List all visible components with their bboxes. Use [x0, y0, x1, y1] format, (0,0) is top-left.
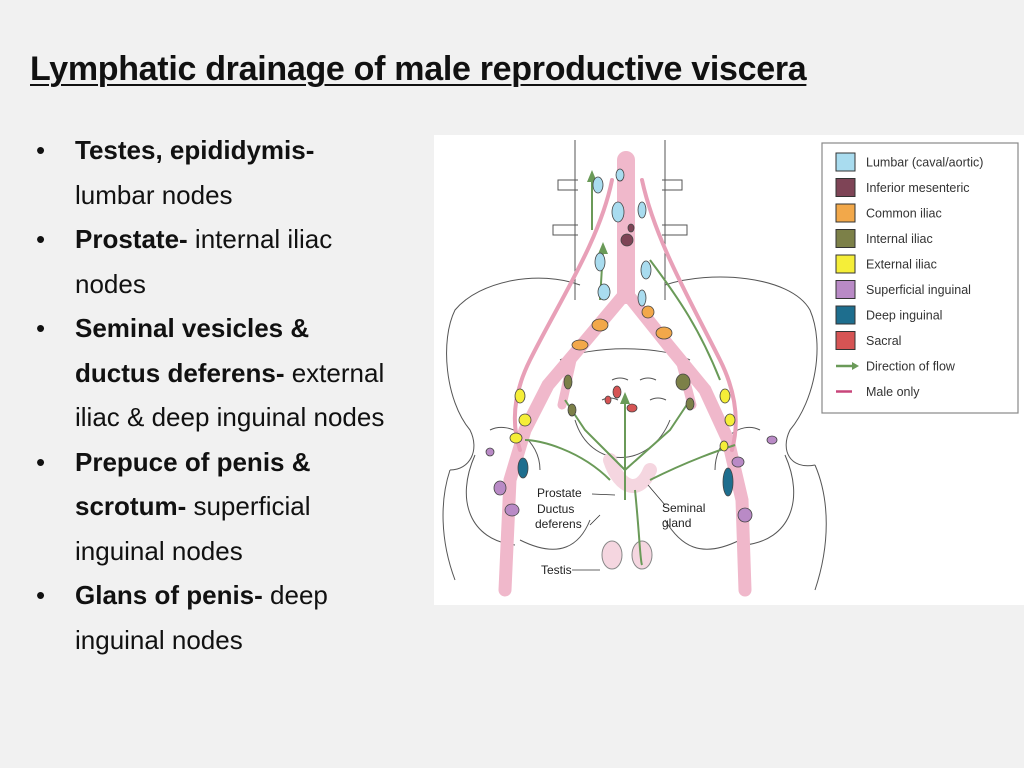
- legend-label: External iliac: [866, 258, 937, 272]
- bullet-dot: •: [36, 135, 46, 165]
- bullet-dot: •: [36, 446, 46, 477]
- bullet-text: external iliac & deep inguinal nodes: [75, 357, 385, 433]
- legend-item: Sacral: [835, 331, 901, 350]
- legend-swatch: [835, 254, 856, 274]
- label-leaders: [572, 484, 666, 571]
- legend-item: Internal iliac: [835, 229, 933, 248]
- bullet-bold: Seminal vesicles & ductus deferens-: [75, 313, 310, 388]
- legend-swatch: [835, 178, 856, 197]
- arrow-head-icon: [852, 362, 859, 370]
- bullet-dot: •: [36, 313, 46, 343]
- legend-label: Male only: [866, 385, 920, 399]
- bullet-list: • Testes, epididymis- lumbar nodes • Prost…: [36, 128, 396, 662]
- legend-label: Sacral: [866, 334, 901, 348]
- lymphatic-diagram: Prostate Ductus deferens Seminal gland T…: [434, 135, 1024, 605]
- bullet-bold: Prepuce of penis & scrotum-: [75, 446, 311, 522]
- legend-label: Superficial inguinal: [866, 283, 971, 297]
- legend-label: Internal iliac: [866, 232, 933, 246]
- legend-item: Deep inguinal: [835, 305, 942, 325]
- legend-item: Lumbar (caval/aortic): [835, 152, 983, 172]
- legend-swatch: [835, 229, 856, 248]
- legend-label: Deep inguinal: [866, 309, 942, 323]
- legend-swatch: [835, 203, 856, 223]
- legend-item: Common iliac: [835, 203, 942, 223]
- legend-item: External iliac: [835, 254, 937, 274]
- bullet-bold: Prostate-: [75, 224, 188, 254]
- bullet-bold: Glans of penis-: [75, 580, 263, 610]
- bullet-bold: Testes, epididymis-: [75, 135, 315, 165]
- bullet-dot: •: [36, 580, 46, 610]
- bullet-item: • Testes, epididymis- lumbar nodes: [36, 128, 396, 217]
- legend-swatch: [835, 152, 856, 172]
- sacral-nodes: [604, 385, 638, 413]
- superficial-inguinal-nodes: [485, 435, 778, 523]
- slide-title: Lymphatic drainage of male reproductive …: [30, 50, 807, 88]
- legend-swatch: [835, 280, 856, 299]
- bullet-text: deep inguinal nodes: [75, 580, 328, 655]
- bullet-text: superficial inguinal nodes: [75, 491, 311, 566]
- figure-labels: Prostate Ductus deferens Seminal gland T…: [535, 486, 705, 577]
- legend-item: Superficial inguinal: [835, 280, 971, 299]
- bullet-item: • Prostate- internal iliac nodes: [36, 217, 396, 306]
- flow-arrows: [524, 170, 736, 566]
- common-iliac-nodes: [571, 305, 673, 351]
- label-prostate: Prostate: [537, 486, 582, 500]
- external-iliac-nodes: [509, 388, 736, 452]
- legend-label: Inferior mesenteric: [866, 181, 970, 195]
- legend-item: Inferior mesenteric: [835, 178, 970, 197]
- lymph-nodes: [485, 168, 778, 523]
- bullet-dot: •: [36, 224, 46, 254]
- deep-inguinal-nodes: [517, 457, 734, 497]
- legend-swatch: [835, 331, 856, 350]
- legend-label: Lumbar (caval/aortic): [866, 156, 983, 170]
- legend-item: Direction of flow: [836, 360, 956, 374]
- inferior-mesenteric-nodes: [620, 223, 635, 247]
- label-seminal: Seminal: [662, 501, 705, 515]
- bullet-item: • Prepuce of penis & scrotum- superficial…: [36, 440, 396, 574]
- bullet-text: lumbar nodes: [75, 179, 233, 210]
- legend-swatch: [835, 305, 856, 325]
- bullet-item: • Glans of penis- deep inguinal nodes: [36, 573, 396, 662]
- legend-label: Common iliac: [866, 207, 942, 221]
- label-gland: gland: [662, 516, 691, 530]
- legend-item: Male only: [836, 385, 920, 399]
- internal-iliac-nodes: [563, 373, 695, 417]
- label-ductus: Ductus: [537, 502, 574, 516]
- bullet-text: internal iliac nodes: [75, 224, 333, 299]
- label-testis: Testis: [541, 563, 572, 577]
- lumbar-nodes: [592, 168, 652, 307]
- bullet-item: • Seminal vesicles & ductus deferens- ext…: [36, 306, 396, 440]
- legend: Lumbar (caval/aortic) Inferior mesenteric…: [821, 142, 1019, 414]
- legend-label: Direction of flow: [866, 360, 956, 374]
- label-deferens: deferens: [535, 517, 582, 531]
